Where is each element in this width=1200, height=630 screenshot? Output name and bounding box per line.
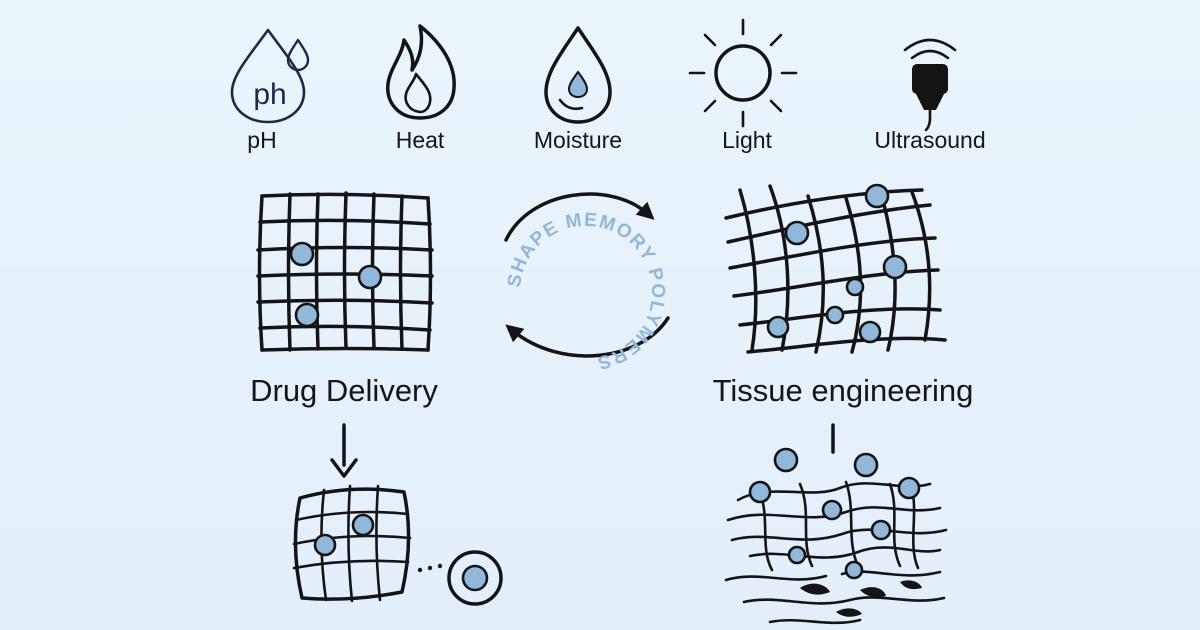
drug-delivery-down-arrow [330,423,358,478]
trigger-label-ultrasound: Ultrasound [874,127,986,153]
released-drug-capsule [447,550,503,606]
trigger-label-ph: pH [247,127,277,153]
compressed-drug-mesh [292,484,412,603]
regenerated-tissue [724,447,948,625]
shape-memory-polymers-ring-text: SHAPE MEMORY POLYMERS [504,210,668,374]
ph-icon-text: ph [253,78,286,111]
sun-icon [688,18,798,128]
trigger-label-moisture: Moisture [533,127,623,153]
trigger-label-light: Light [722,127,772,153]
water-drop-icon [544,26,612,124]
tissue-scaffold [724,183,947,354]
drug-delivery-label: Drug Delivery [250,373,438,408]
ultrasound-probe-icon [903,38,957,132]
release-dots [417,563,443,573]
ph-drop-icon: ph [230,28,310,124]
flame-icon [386,24,456,120]
tissue-engineering-label: Tissue engineering [712,373,974,408]
trigger-label-heat: Heat [395,127,445,153]
shape-memory-cycle: SHAPE MEMORY POLYMERS [504,192,670,374]
drug-delivery-mesh [256,191,434,352]
